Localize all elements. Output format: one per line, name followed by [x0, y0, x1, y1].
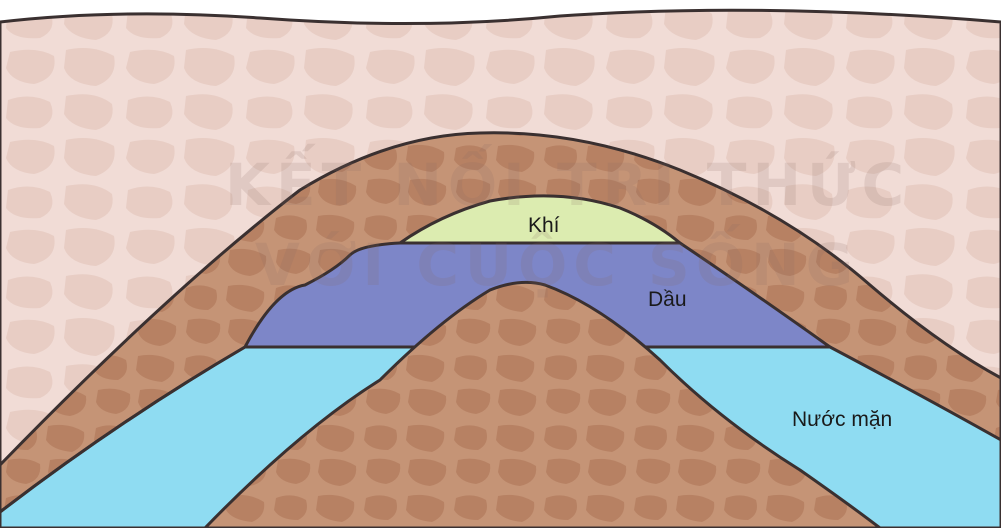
label-salt-water: Nước mặn	[792, 408, 892, 431]
label-oil: Dầu	[648, 288, 687, 311]
watermark-line-1: KẾT NỐI TRI THỨC	[225, 143, 910, 219]
label-gas: Khí	[528, 214, 560, 237]
